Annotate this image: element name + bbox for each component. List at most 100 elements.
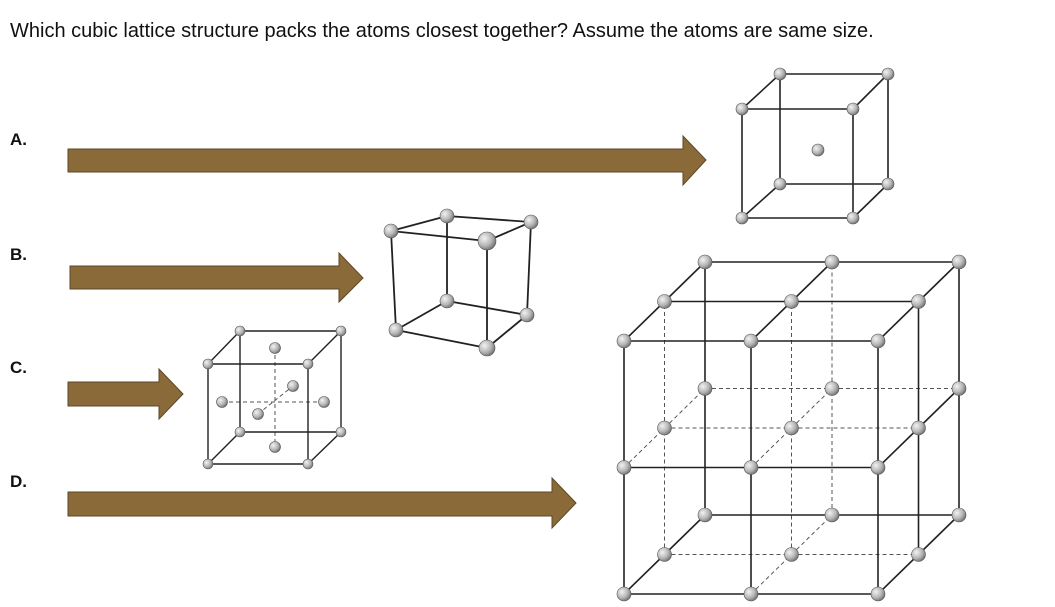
atom-icon xyxy=(202,358,214,370)
atom-icon xyxy=(697,381,713,396)
atom-icon xyxy=(519,307,535,323)
cube-edge xyxy=(446,300,528,316)
atom-icon xyxy=(951,254,967,270)
arrow-c-icon xyxy=(67,367,184,421)
cube-edge xyxy=(526,221,532,316)
atom-icon xyxy=(824,254,840,270)
atom-icon xyxy=(951,507,967,523)
option-label-d: D. xyxy=(10,472,27,491)
atom-icon xyxy=(252,408,264,420)
hidden-edge xyxy=(623,427,665,468)
atom-icon xyxy=(269,342,281,354)
cube-edge xyxy=(917,514,960,556)
atom-icon xyxy=(439,208,455,224)
atom-icon xyxy=(657,420,672,436)
atom-icon xyxy=(657,547,672,562)
atom-icon xyxy=(287,380,299,392)
cube-edge xyxy=(917,261,960,303)
atom-icon xyxy=(216,396,228,408)
atom-icon xyxy=(784,547,799,562)
atom-icon xyxy=(911,294,926,309)
cube-edge xyxy=(917,387,960,429)
cube-edge xyxy=(307,330,342,365)
atom-icon xyxy=(616,460,632,475)
question-text: Which cubic lattice structure packs the … xyxy=(10,20,874,42)
cube-edge xyxy=(663,261,706,303)
atom-icon xyxy=(269,441,281,453)
atom-icon xyxy=(302,358,314,370)
atom-icon xyxy=(523,214,539,230)
hidden-edge xyxy=(664,388,706,429)
atom-icon xyxy=(335,325,347,337)
hidden-edge xyxy=(791,388,833,429)
atom-icon xyxy=(743,460,759,475)
large-lattice-icon xyxy=(616,254,967,602)
cube-edge xyxy=(877,553,920,595)
cube-edge xyxy=(877,427,920,469)
atom-icon xyxy=(697,254,713,270)
atom-icon xyxy=(773,67,787,81)
cube-edge xyxy=(390,230,488,242)
atom-icon xyxy=(951,381,967,396)
atom-icon xyxy=(824,381,840,396)
cube-edge xyxy=(390,215,448,232)
hidden-edge xyxy=(750,427,792,468)
atom-icon xyxy=(824,507,840,523)
atom-icon xyxy=(911,547,926,562)
atom-icon xyxy=(811,143,825,157)
atom-icon xyxy=(846,102,860,116)
arrow-a-icon xyxy=(67,134,707,187)
hidden-edge xyxy=(257,385,294,415)
arrow-b-icon xyxy=(69,251,364,304)
atom-icon xyxy=(743,333,759,349)
atom-icon xyxy=(302,458,314,470)
atom-icon xyxy=(439,293,455,309)
atom-icon xyxy=(697,507,713,523)
cube-edge xyxy=(395,329,488,349)
cube-edge xyxy=(852,73,889,110)
atom-icon xyxy=(735,102,749,116)
cube-edge xyxy=(307,431,342,465)
atom-icon xyxy=(784,294,799,309)
atom-icon xyxy=(735,211,749,225)
fcc-cube-icon xyxy=(202,325,347,470)
atom-icon xyxy=(478,339,496,357)
option-label-c: C. xyxy=(10,358,27,377)
atom-icon xyxy=(616,586,632,602)
cube-edge xyxy=(790,261,833,303)
cube-edge xyxy=(623,300,666,342)
cube-edge xyxy=(390,230,397,331)
atom-icon xyxy=(388,322,404,338)
cube-edge xyxy=(207,431,241,465)
cube-edge xyxy=(741,183,781,219)
cube-edge xyxy=(623,553,666,595)
atom-icon xyxy=(383,223,399,239)
atom-icon xyxy=(881,177,895,191)
arrow-d-icon xyxy=(67,476,577,530)
cube-edge xyxy=(395,300,448,331)
atom-icon xyxy=(335,426,347,438)
cube-edge xyxy=(486,314,528,349)
atom-icon xyxy=(846,211,860,225)
atom-icon xyxy=(784,420,799,436)
cube-edge xyxy=(741,73,781,110)
bcc-cube-icon xyxy=(735,67,895,225)
atom-icon xyxy=(234,426,246,438)
option-label-b: B. xyxy=(10,245,27,264)
atom-icon xyxy=(743,586,759,602)
atom-icon xyxy=(657,294,672,309)
atom-icon xyxy=(911,420,926,436)
atom-icon xyxy=(881,67,895,81)
cube-edge xyxy=(750,300,793,342)
hidden-edge xyxy=(750,554,792,595)
hidden-edge xyxy=(791,514,833,555)
atom-icon xyxy=(870,460,886,475)
atom-icon xyxy=(870,333,886,349)
option-label-a: A. xyxy=(10,130,27,149)
cube-edge xyxy=(663,514,706,556)
atom-icon xyxy=(318,396,330,408)
cube-edge xyxy=(852,183,889,219)
atom-icon xyxy=(202,458,214,470)
cube-edge xyxy=(446,215,532,223)
